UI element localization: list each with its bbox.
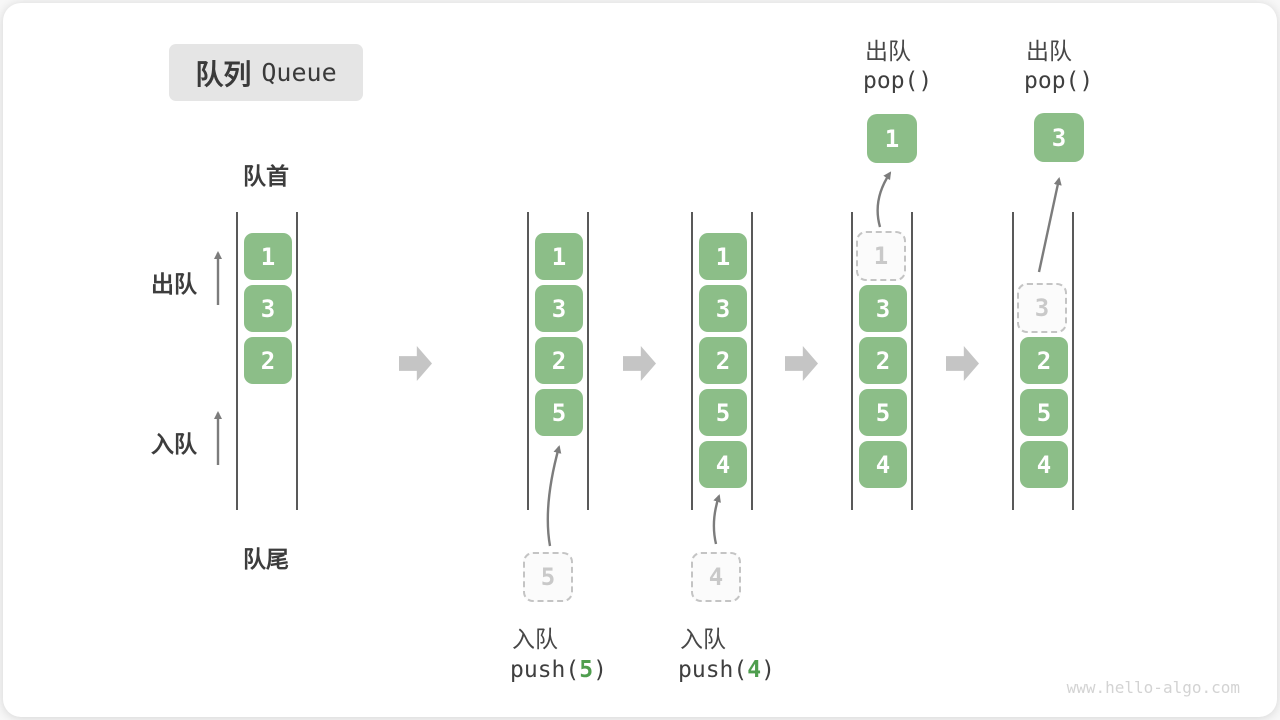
queue2-cell: 2 bbox=[535, 337, 583, 384]
queue4-cell: 5 bbox=[859, 389, 907, 436]
queue4-popped-cell: 1 bbox=[867, 114, 917, 163]
pop1-code: pop() bbox=[863, 68, 933, 94]
queue5-cell: 2 bbox=[1020, 337, 1068, 384]
queue2-cell: 3 bbox=[535, 285, 583, 332]
title-badge: 队列 Queue bbox=[169, 44, 363, 101]
queue1-cell: 2 bbox=[244, 337, 292, 384]
queue-tube-1 bbox=[236, 212, 298, 510]
queue-tube-4 bbox=[851, 212, 913, 510]
title-en: Queue bbox=[261, 58, 337, 87]
push4-ghost-cell: 4 bbox=[691, 552, 741, 602]
queue5-cell: 4 bbox=[1020, 441, 1068, 488]
push5-ghost-cell: 5 bbox=[523, 552, 573, 602]
queue3-cell: 4 bbox=[699, 441, 747, 488]
push5-label: 入队 bbox=[512, 626, 558, 652]
label-queue-rear: 队尾 bbox=[243, 546, 289, 572]
queue-tube-5 bbox=[1012, 212, 1074, 510]
queue2-cell: 1 bbox=[535, 233, 583, 280]
queue-tube-2 bbox=[527, 212, 589, 510]
queue4-cell: 3 bbox=[859, 285, 907, 332]
queue5-ghost-cell: 3 bbox=[1017, 283, 1067, 333]
label-dequeue-side: 出队 bbox=[151, 271, 197, 297]
queue1-cell: 3 bbox=[244, 285, 292, 332]
queue3-cell: 3 bbox=[699, 285, 747, 332]
push4-arg: 4 bbox=[747, 657, 762, 683]
push4-code: push(4) bbox=[678, 657, 775, 683]
queue4-cell: 4 bbox=[859, 441, 907, 488]
queue4-ghost-cell: 1 bbox=[856, 231, 906, 281]
pop2-code: pop() bbox=[1024, 68, 1094, 94]
label-queue-front: 队首 bbox=[243, 163, 289, 189]
queue4-cell: 2 bbox=[859, 337, 907, 384]
queue-tube-3 bbox=[691, 212, 753, 510]
pop1-label: 出队 bbox=[865, 38, 911, 64]
push5-arg: 5 bbox=[579, 657, 594, 683]
pop2-label: 出队 bbox=[1026, 38, 1072, 64]
queue5-popped-cell: 3 bbox=[1034, 113, 1084, 162]
push4-label: 入队 bbox=[680, 626, 726, 652]
queue3-cell: 5 bbox=[699, 389, 747, 436]
title-zh: 队列 bbox=[195, 58, 252, 90]
queue3-cell: 2 bbox=[699, 337, 747, 384]
queue1-cell: 1 bbox=[244, 233, 292, 280]
queue3-cell: 1 bbox=[699, 233, 747, 280]
watermark: www.hello-algo.com bbox=[1066, 678, 1240, 697]
push5-code: push(5) bbox=[510, 657, 607, 683]
queue2-cell: 5 bbox=[535, 389, 583, 436]
label-enqueue-side: 入队 bbox=[151, 431, 197, 457]
queue5-cell: 5 bbox=[1020, 389, 1068, 436]
